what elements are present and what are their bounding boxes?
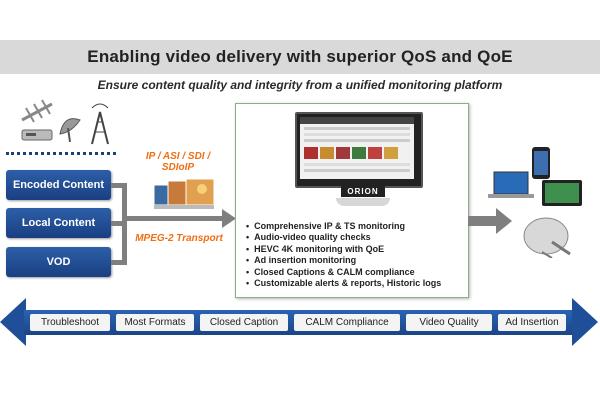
feature-item: Comprehensive IP & TS monitoring <box>246 221 441 232</box>
feature-item: Closed Captions & CALM compliance <box>246 267 441 278</box>
capability-troubleshoot: Troubleshoot <box>30 314 110 331</box>
strip-arrow-left-icon <box>0 298 26 346</box>
orion-product-label: ORION <box>341 186 385 197</box>
tablet-icon <box>542 180 582 206</box>
output-arrow-icon <box>496 208 512 234</box>
title-bar: Enabling video delivery with superior Qo… <box>0 40 600 74</box>
laptop-icon <box>488 171 534 198</box>
capability-calm-compliance: CALM Compliance <box>294 314 400 331</box>
source-local-content: Local Content <box>6 208 111 238</box>
smartphone-icon <box>532 147 550 179</box>
connector-line <box>111 221 127 226</box>
page-subtitle: Ensure content quality and integrity fro… <box>97 78 503 92</box>
connector-to-orion <box>127 216 223 221</box>
connector-line <box>111 260 127 265</box>
video-thumbnails-icon <box>153 178 215 209</box>
monitor-stand <box>336 198 390 206</box>
satellite-dish-receiver-icon <box>523 217 571 258</box>
transport-label: MPEG-2 Transport <box>135 233 223 244</box>
input-formats-label: IP / ASI / SDI / SDIoIP <box>138 151 218 173</box>
source-label: VOD <box>46 256 71 268</box>
feature-item: Audio-video quality checks <box>246 232 441 243</box>
source-vod: VOD <box>6 247 111 277</box>
satellite-tower-antenna-icon <box>21 99 53 123</box>
broadcast-sources-icon <box>21 99 109 145</box>
connector-vertical <box>122 183 127 265</box>
source-label: Encoded Content <box>12 179 105 191</box>
arrow-right-icon <box>222 209 236 228</box>
source-label: Local Content <box>21 217 96 229</box>
input-formats-line2: SDIoIP <box>161 162 195 173</box>
capability-ad-insertion: Ad Insertion <box>498 314 566 331</box>
feature-item: Customizable alerts & reports, Historic … <box>246 278 441 289</box>
capability-most-formats: Most Formats <box>116 314 194 331</box>
input-formats-line1: IP / ASI / SDI / <box>145 151 211 162</box>
orion-dashboard-icon <box>300 117 414 172</box>
transmission-tower-icon <box>91 103 109 145</box>
page-title: Enabling video delivery with superior Qo… <box>87 47 513 66</box>
output-connector <box>468 216 498 226</box>
source-divider <box>6 152 116 155</box>
satellite-dish-icon <box>59 118 81 143</box>
capability-closed-caption: Closed Caption <box>200 314 288 331</box>
connector-line <box>111 183 127 188</box>
source-encoded-content: Encoded Content <box>6 170 111 200</box>
feature-list: Comprehensive IP & TS monitoring Audio-v… <box>246 221 441 289</box>
strip-arrow-right-icon <box>572 298 598 346</box>
feature-item: Ad insertion monitoring <box>246 255 441 266</box>
feature-item: HEVC 4K monitoring with QoE <box>246 244 441 255</box>
encoder-device-icon <box>21 129 53 141</box>
capability-video-quality: Video Quality <box>406 314 492 331</box>
